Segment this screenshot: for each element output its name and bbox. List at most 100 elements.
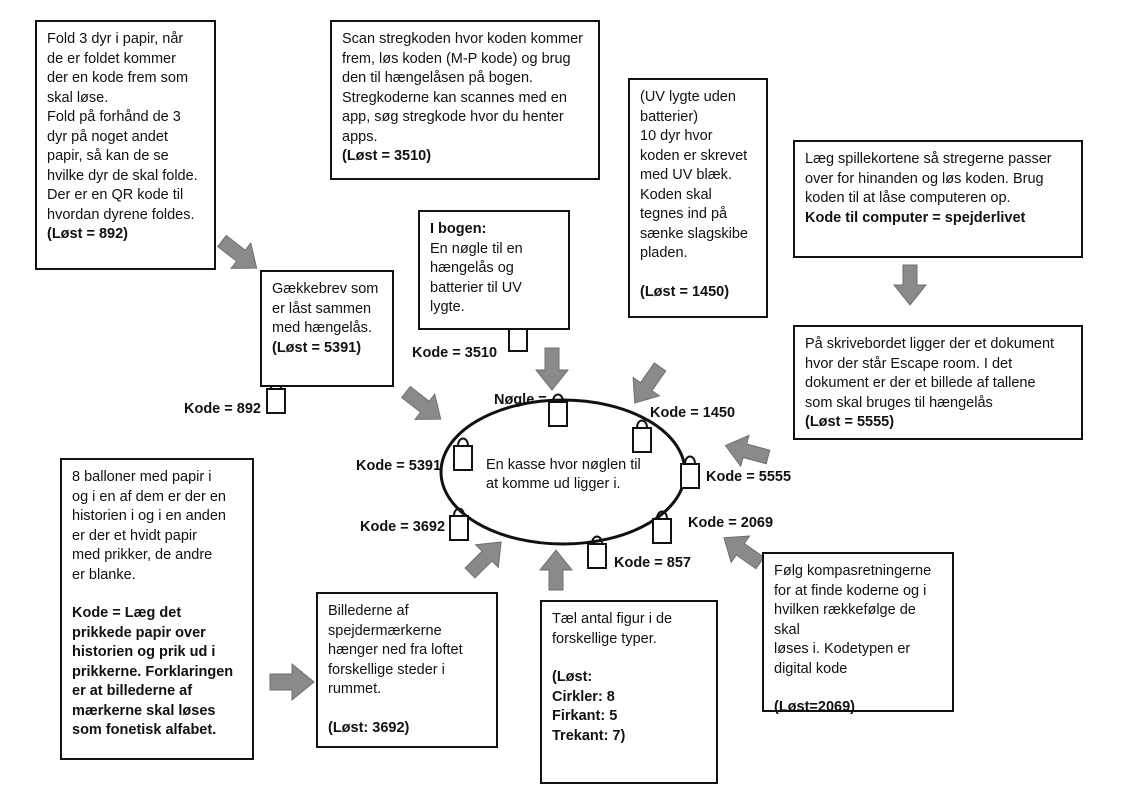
scan-line: Scan stregkoden hvor koden kommer — [342, 31, 583, 47]
scan-line: app, søg stregkode hvor du henter — [342, 109, 564, 125]
escape-box-text-line: at komme ud ligger i. — [486, 476, 621, 492]
scout-badges-box: Billederne af spejdermærkerne hænger ned… — [316, 592, 498, 748]
desk-line: hvor der står Escape room. I det — [805, 355, 1013, 372]
compass-solved: (Løst=2069) — [774, 699, 855, 715]
book-title: I bogen: — [430, 221, 487, 237]
book-line: lygte. — [430, 299, 465, 315]
count-line: forskellige typer. — [552, 630, 657, 647]
count-solved-line: Cirkler: 8 — [552, 688, 615, 705]
cards-line: Læg spillekortene så stregerne passer — [805, 151, 1052, 167]
balloons-line: er der et hvidt papir — [72, 527, 197, 544]
arrow-desk-to-5555 — [724, 434, 771, 468]
count-line: Tæl antal figur i de — [552, 611, 673, 627]
balloons-code-line: historien og prik ud i — [72, 644, 216, 660]
scan-barcode-box: Scan stregkoden hvor koden kommer frem, … — [330, 20, 600, 180]
cards-line: koden til at låse computeren op. — [805, 190, 1011, 206]
arrow-uv-to-1450 — [632, 362, 667, 404]
arrow-cards-to-desk — [892, 264, 928, 306]
fold-line: de er foldet kommer — [47, 50, 176, 67]
padlock-icon-857 — [587, 535, 607, 569]
code-label-1450: Kode = 1450 — [650, 405, 736, 421]
balloons-code-line: prikkerne. Forklaringen — [72, 663, 234, 680]
compass-box: Følg kompasretningerne for at finde kode… — [762, 552, 954, 715]
badges-solved: (Løst: 3692) — [328, 719, 410, 736]
badges-line: forskellige steder i — [328, 661, 445, 678]
padlock-icon-2069 — [652, 510, 672, 544]
scan-line: frem, løs koden (M-P kode) og brug — [342, 50, 571, 67]
balloons-code-line: er at billederne af — [72, 683, 193, 699]
book-box: I bogen: En nøgle til en hængelås og bat… — [418, 210, 570, 330]
fold-line: hvordan dyrene foldes. — [47, 206, 195, 223]
uv-line: Koden skal — [640, 186, 712, 203]
code-label-3692: Kode = 3692 — [360, 519, 446, 535]
balloons-line: er blanke. — [72, 566, 136, 583]
balloons-line: 8 balloner med papir i — [72, 469, 212, 485]
arrow-fold-to-letter — [216, 234, 258, 269]
fold-animals-box: Fold 3 dyr i papir, når de er foldet kom… — [35, 20, 216, 270]
fold-line: dyr på noget andet — [47, 128, 168, 145]
badges-line: hænger ned fra loftet — [328, 642, 463, 658]
arrow-count-to-857 — [538, 549, 574, 591]
badges-line: rummet. — [328, 681, 382, 697]
balloons-code-line: som fonetisk alfabet. — [72, 722, 217, 738]
code-label-857: Kode = 857 — [614, 555, 691, 571]
arrow-compass-to-2069 — [723, 535, 765, 570]
uv-line: koden er skrevet — [640, 147, 748, 164]
desk-document-box: På skrivebordet ligger der et dokument h… — [793, 325, 1083, 440]
uv-line: med UV blæk. — [640, 167, 732, 183]
count-solved-line: Trekant: 7) — [552, 727, 626, 744]
fold-line: skal løse. — [47, 89, 109, 106]
uv-line: (UV lygte uden — [640, 89, 736, 105]
compass-line: for at finde koderne og i — [774, 582, 927, 599]
uv-line: 10 dyr hvor — [640, 128, 713, 144]
uv-lamp-box: (UV lygte uden batterier) 10 dyr hvor ko… — [628, 78, 768, 318]
fold-line: papir, så kan de se — [47, 148, 169, 164]
book-line: En nøgle til en — [430, 240, 523, 257]
fold-line: Fold 3 dyr i papir, når — [47, 31, 184, 47]
arrow-balloons-to-badges — [269, 662, 315, 702]
badges-line: spejdermærkerne — [328, 622, 442, 639]
cards-solved: Kode til computer = spejderlivet — [805, 209, 1026, 226]
arrow-badges-to-3692 — [464, 541, 502, 579]
escape-box-text-line: En kasse hvor nøglen til — [486, 457, 641, 473]
scan-line: apps. — [342, 128, 378, 145]
escape-box-text: En kasse hvor nøglen til at komme ud lig… — [486, 456, 641, 494]
book-line: hængelås og — [430, 260, 514, 276]
balloons-line: historien i og i en anden — [72, 508, 226, 524]
letter-line: med hængelås. — [272, 320, 372, 336]
padlock-icon-5555 — [680, 455, 700, 489]
scan-solved: (Løst = 3510) — [342, 148, 432, 164]
gaekkebrev-box: Gækkebrev som er låst sammen med hængelå… — [260, 270, 394, 387]
balloons-code-line: Kode = Læg det — [72, 605, 182, 621]
scan-line: Stregkoderne kan scannes med en — [342, 89, 567, 106]
balloons-code-line: mærkerne skal løses — [72, 702, 216, 719]
desk-line: dokument er der et billede af tallene — [805, 375, 1036, 391]
fold-line: hvilke dyr de skal folde. — [47, 167, 198, 184]
playing-cards-box: Læg spillekortene så stregerne passer ov… — [793, 140, 1083, 258]
arrow-book-to-key — [534, 347, 570, 391]
letter-line: Gækkebrev som — [272, 281, 379, 297]
letter-line: er låst sammen — [272, 300, 372, 317]
fold-line: Fold på forhånd de 3 — [47, 109, 181, 125]
uv-line: sænke slagskibe — [640, 225, 748, 242]
compass-line: Følg kompasretningerne — [774, 563, 932, 579]
uv-line: tegnes ind på — [640, 206, 728, 222]
compass-line: hvilken rækkefølge de skal — [774, 602, 916, 638]
uv-line: batterier) — [640, 108, 699, 125]
code-label-3510: Kode = 3510 — [412, 345, 498, 361]
desk-solved: (Løst = 5555) — [805, 414, 895, 430]
fold-line: der en kode frem som — [47, 70, 189, 86]
count-figures-box: Tæl antal figur i de forskellige typer. … — [540, 600, 718, 784]
letter-solved: (Løst = 5391) — [272, 339, 362, 356]
fold-line: Der er en QR kode til — [47, 187, 184, 203]
desk-line: På skrivebordet ligger der et dokument — [805, 336, 1055, 352]
count-solved-line: Firkant: 5 — [552, 708, 618, 724]
count-solved-line: (Løst: — [552, 669, 593, 685]
padlock-icon-key — [548, 393, 568, 427]
uv-solved: (Løst = 1450) — [640, 283, 730, 300]
compass-line: løses i. Kodetypen er — [774, 641, 911, 657]
padlock-icon-5391 — [453, 437, 473, 471]
padlock-icon-1450 — [632, 419, 652, 453]
uv-line: pladen. — [640, 245, 688, 261]
